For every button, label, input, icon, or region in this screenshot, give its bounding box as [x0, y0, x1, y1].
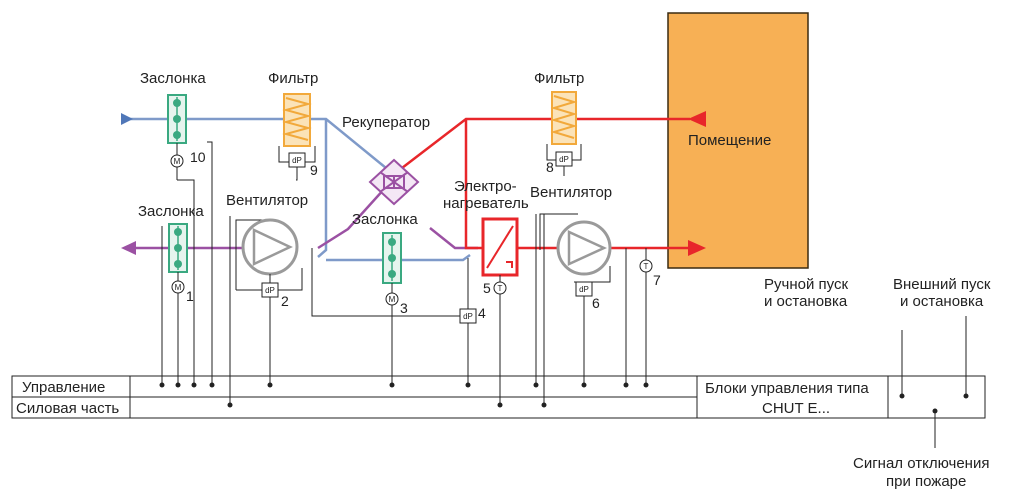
damper-icon	[382, 232, 402, 284]
heater-label-2: нагреватель	[443, 195, 529, 212]
supply-arrow-bottom	[688, 240, 706, 256]
recuperator-label: Рекуператор	[342, 114, 430, 131]
control-row-label: Управление	[22, 379, 105, 396]
fan-left-label: Вентилятор	[226, 192, 308, 209]
filter-icon	[550, 91, 578, 145]
heater-label-1: Электро-	[454, 178, 517, 195]
fan-icon	[235, 218, 303, 291]
number-7: 7	[653, 272, 661, 288]
temperature-sensor-icon: T	[639, 259, 653, 273]
dp-sensor-icon: dP	[459, 308, 477, 324]
svg-text:dP: dP	[579, 285, 589, 294]
motor-icon: M	[171, 280, 185, 294]
number-3: 3	[400, 300, 408, 316]
svg-text:M: M	[175, 283, 182, 292]
fire-signal-label-1: Сигнал отключения	[853, 455, 989, 472]
manual-start-label-2: и остановка	[764, 293, 848, 310]
control-wiring	[161, 141, 647, 405]
external-start-label-1: Внешний пуск	[893, 276, 991, 293]
external-start-label-2: и остановка	[900, 293, 984, 310]
svg-text:dP: dP	[292, 156, 302, 165]
dp-sensor-icon: dP	[261, 282, 279, 298]
svg-text:T: T	[644, 262, 649, 271]
number-9: 9	[310, 162, 318, 178]
room-label: Помещение	[688, 132, 771, 149]
number-6: 6	[592, 295, 600, 311]
bus-table	[11, 375, 986, 419]
supply-arrow-top	[688, 111, 706, 127]
dp-sensor-icon: dP	[555, 151, 573, 167]
filter-icon	[282, 93, 312, 147]
filter-left-label: Фильтр	[268, 70, 318, 87]
damper-icon	[168, 223, 188, 273]
motor-icon: M	[385, 292, 399, 306]
control-units-label-1: Блоки управления типа	[705, 380, 869, 397]
svg-text:dP: dP	[559, 155, 569, 164]
outdoor-air-duct	[128, 117, 471, 262]
svg-text:M: M	[389, 295, 396, 304]
dp-sensor-icon: dP	[288, 152, 306, 168]
svg-text:dP: dP	[265, 286, 275, 295]
motor-icon: M	[170, 154, 184, 168]
number-10: 10	[190, 149, 206, 165]
power-row-label: Силовая часть	[16, 400, 119, 417]
damper-mid-label: Заслонка	[138, 203, 204, 220]
temperature-sensor-icon: T	[493, 281, 507, 295]
svg-text:M: M	[174, 157, 181, 166]
damper-top-label: Заслонка	[140, 70, 206, 87]
number-2: 2	[281, 293, 289, 309]
fire-signal-label-2: при пожаре	[886, 473, 966, 490]
svg-text:dP: dP	[463, 312, 473, 321]
recuperator-icon	[368, 158, 420, 206]
damper-icon	[167, 94, 187, 144]
filter-right-label: Фильтр	[534, 70, 584, 87]
number-5: 5	[483, 280, 491, 296]
exhaust-air-outlet-arrow	[121, 241, 136, 255]
number-4: 4	[478, 305, 486, 321]
control-units-label-2: CHUT E...	[762, 400, 830, 417]
dp-sensor-icon: dP	[575, 281, 593, 297]
room-box	[667, 12, 809, 269]
heater-icon	[481, 217, 519, 277]
number-1: 1	[186, 288, 194, 304]
outdoor-air-inlet-arrow	[121, 113, 133, 125]
fan-right-label: Вентилятор	[530, 184, 612, 201]
svg-text:T: T	[498, 284, 503, 293]
damper-center-label: Заслонка	[352, 211, 418, 228]
number-8: 8	[546, 159, 554, 175]
manual-start-label-1: Ручной пуск	[764, 276, 848, 293]
